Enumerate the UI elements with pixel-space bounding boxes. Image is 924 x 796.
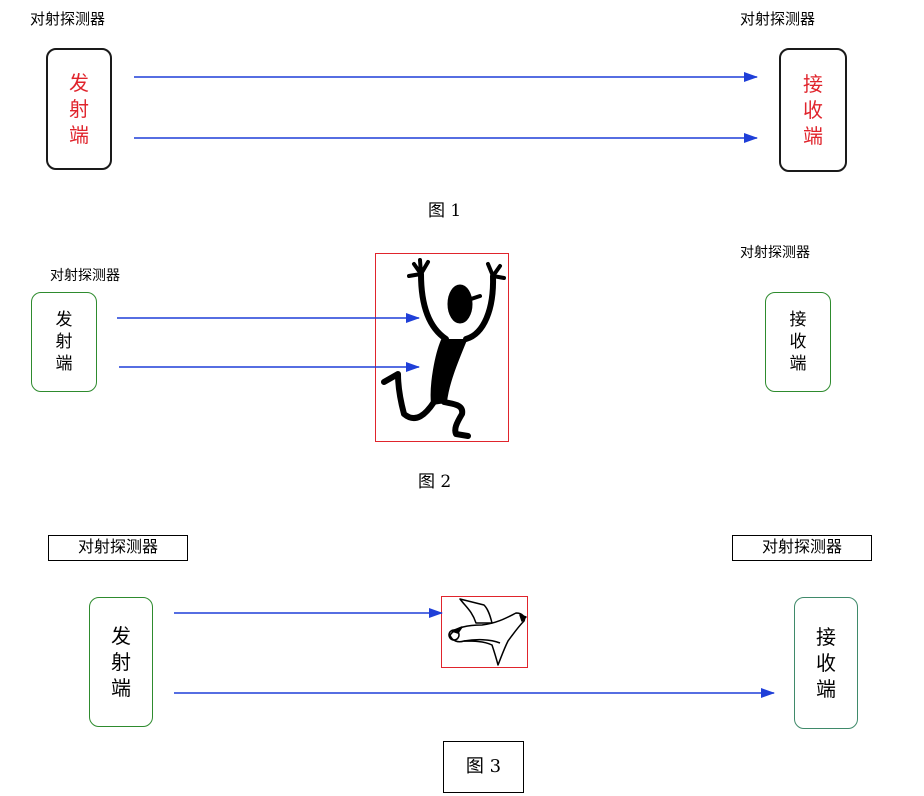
fig2-receiver-char: 接	[789, 309, 807, 330]
fig3-transmitter-char: 射	[111, 650, 131, 674]
fig2-transmitter-char: 发	[55, 309, 73, 330]
fig3-receiver-char: 接	[816, 625, 836, 649]
fig3-receiver-char: 端	[816, 677, 836, 701]
bird-icon	[448, 598, 527, 666]
fig2-receiver-char: 端	[789, 354, 807, 375]
fig3-transmitter-char: 端	[111, 676, 131, 700]
fig3-transmitter: 发 射 端	[89, 597, 153, 727]
fig1-transmitter: 发 射 端	[46, 48, 112, 170]
fig3-left-title: 对射探测器	[48, 535, 188, 561]
fig1-receiver-char: 端	[803, 124, 823, 148]
fig3-obstacle-frame	[441, 596, 528, 668]
fig2-receiver-char: 收	[789, 331, 807, 352]
fig1-transmitter-char: 发	[69, 71, 89, 95]
fig1-transmitter-char: 射	[69, 97, 89, 121]
fig1-left-title: 对射探测器	[30, 10, 106, 28]
fig3-caption: 图 3	[443, 741, 524, 793]
fig3-right-title: 对射探测器	[732, 535, 872, 561]
fig1-caption: 图 1	[428, 201, 462, 221]
fig2-caption: 图 2	[418, 472, 452, 492]
fig2-right-title: 对射探测器	[740, 245, 810, 261]
fig2-receiver: 接 收 端	[765, 292, 831, 392]
fig1-right-title: 对射探测器	[740, 10, 816, 28]
person-icon	[381, 258, 506, 439]
fig2-transmitter-char: 端	[55, 354, 73, 375]
fig3-receiver-char: 收	[816, 651, 836, 675]
fig2-transmitter: 发 射 端	[31, 292, 97, 392]
fig3-transmitter-char: 发	[111, 624, 131, 648]
fig2-obstacle-frame	[375, 253, 509, 442]
fig1-receiver-char: 收	[803, 98, 823, 122]
fig2-left-title: 对射探测器	[50, 268, 120, 284]
fig1-receiver: 接 收 端	[779, 48, 847, 172]
fig1-transmitter-char: 端	[69, 123, 89, 147]
fig1-receiver-char: 接	[803, 72, 823, 96]
fig2-transmitter-char: 射	[55, 331, 73, 352]
fig3-receiver: 接 收 端	[794, 597, 858, 729]
